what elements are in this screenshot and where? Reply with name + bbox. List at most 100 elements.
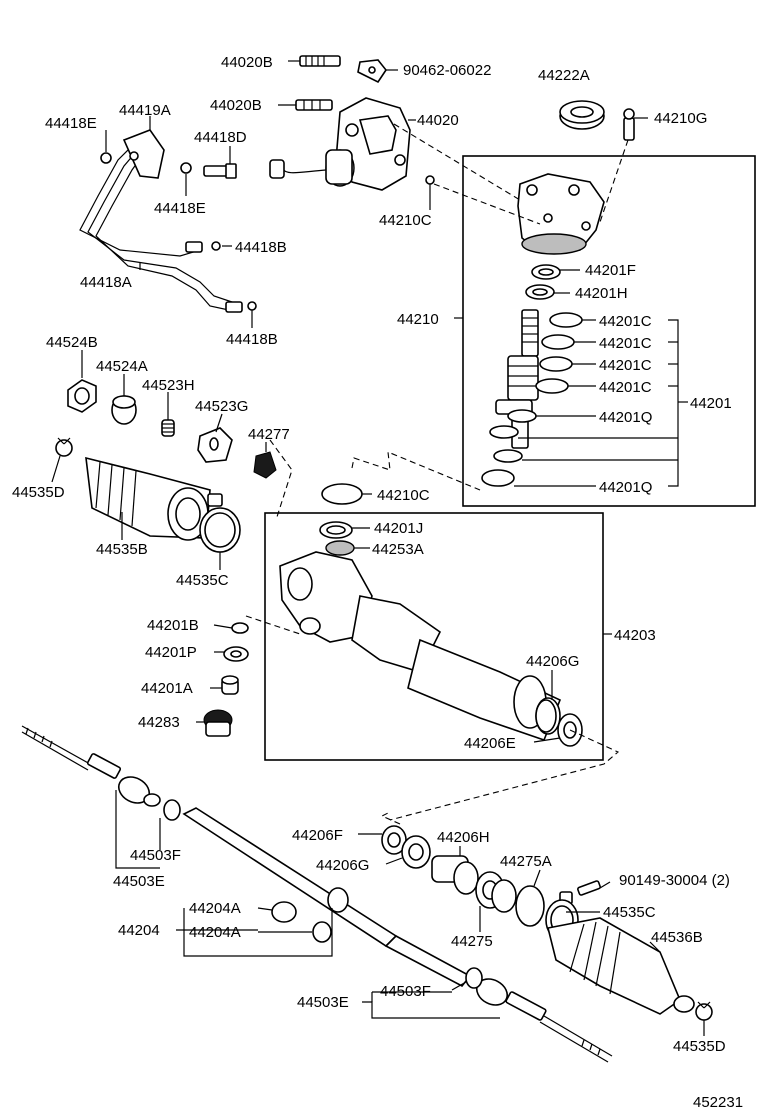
label-44210c-top: 44210C	[379, 212, 432, 229]
label-44203: 44203	[614, 627, 656, 644]
o-ring-44204a-1	[271, 901, 297, 923]
snap-ring-44275a	[515, 885, 545, 927]
oil-seal-44201j	[319, 521, 353, 539]
cap-44283	[203, 709, 233, 737]
label-44535d-right: 44535D	[673, 1038, 726, 1055]
label-44419a: 44419A	[119, 102, 171, 119]
tie-rod-end-44503e-left	[21, 725, 161, 807]
label-44535c-left: 44535C	[176, 572, 229, 589]
label-44201p: 44201P	[145, 644, 197, 661]
label-44210c-mid: 44210C	[377, 487, 430, 504]
label-44523h: 44523H	[142, 377, 195, 394]
label-90149-30004: 90149-30004 (2)	[619, 872, 730, 889]
seal-ring-44201c-2	[541, 334, 575, 350]
bolt-44418d	[203, 163, 237, 179]
label-44418a: 44418A	[80, 274, 132, 291]
o-ring-44201q-4	[481, 469, 515, 487]
label-44524a: 44524A	[96, 358, 148, 375]
clip-44535d-left	[55, 437, 73, 457]
bushing-44206g-right	[535, 699, 557, 733]
bushing-44206g-lower	[401, 835, 431, 869]
o-ring-44201q-3	[493, 449, 523, 463]
label-44206f: 44206F	[292, 827, 343, 844]
union-44418b-a	[211, 241, 221, 251]
label-44204a-2: 44204A	[189, 924, 241, 941]
label-44201c-2: 44201C	[599, 335, 652, 352]
valve-body-44210	[517, 173, 605, 255]
washer-44201b	[231, 622, 249, 634]
gear-housing-44203	[279, 551, 562, 742]
label-44503e-right: 44503E	[297, 994, 349, 1011]
rack-guide-44523g	[197, 427, 233, 463]
o-ring-44204a-2	[312, 921, 332, 943]
label-44201f: 44201F	[585, 262, 636, 279]
rack-44204	[182, 807, 472, 988]
label-44204a-1: 44204A	[189, 900, 241, 917]
label-44253a: 44253A	[372, 541, 424, 558]
label-44418e-a: 44418E	[45, 115, 97, 132]
bolt-44020b-top	[299, 55, 341, 67]
label-44535c-right: 44535C	[603, 904, 656, 921]
label-90462-06022: 90462-06022	[403, 62, 491, 79]
label-44206g-upper: 44206G	[526, 653, 579, 670]
label-44210: 44210	[397, 311, 439, 328]
label-44275a: 44275A	[500, 853, 552, 870]
label-44201c-1: 44201C	[599, 313, 652, 330]
bearing-44201h	[525, 284, 555, 300]
label-44206g-lower: 44206G	[316, 857, 369, 874]
lock-nut-44503f-left	[163, 799, 181, 821]
oil-seal-44201f	[531, 264, 561, 280]
o-ring-44210c-large	[321, 483, 363, 505]
label-44524b: 44524B	[46, 334, 98, 351]
gear-housing-assembly-box	[264, 512, 604, 761]
seal-ring-44201c-4	[535, 378, 569, 394]
label-44418d: 44418D	[194, 129, 247, 146]
pressure-tube-44418a	[79, 137, 243, 313]
washer-44418e-b	[180, 162, 192, 174]
boot-44535b-left	[85, 456, 211, 541]
label-44206e: 44206E	[464, 735, 516, 752]
label-44222a: 44222A	[538, 67, 590, 84]
label-44201q-1: 44201Q	[599, 409, 652, 426]
label-44503f-left: 44503F	[130, 847, 181, 864]
clamp-44535c-left	[199, 493, 241, 553]
bearing-44253a	[325, 540, 355, 556]
label-44503e-left: 44503E	[113, 873, 165, 890]
label-44204: 44204	[118, 922, 160, 939]
control-valve-assembly-box	[462, 155, 756, 507]
label-44275: 44275	[451, 933, 493, 950]
label-44210g: 44210G	[654, 110, 707, 127]
seal-ring-44201c-1	[549, 312, 583, 328]
adjusting-bolt-44524a	[111, 395, 137, 425]
union-44418b-b	[247, 301, 257, 311]
label-44201j: 44201J	[374, 520, 423, 537]
oil-seal-44222a	[559, 100, 605, 130]
label-44206h: 44206H	[437, 829, 490, 846]
label-44418b-b: 44418B	[226, 331, 278, 348]
label-44201h: 44201H	[575, 285, 628, 302]
bolt-44020b-side	[295, 99, 333, 111]
label-44020: 44020	[417, 112, 459, 129]
label-44020b-side: 44020B	[210, 97, 262, 114]
tie-rod-end-44503e-right	[475, 978, 613, 1063]
washer-44418e-a	[100, 152, 112, 164]
boot-44536b-right	[547, 917, 695, 1015]
label-44201c-3: 44201C	[599, 357, 652, 374]
o-ring-44201q-2	[489, 425, 519, 439]
label-44535d-left: 44535D	[12, 484, 65, 501]
label-44201c-4: 44201C	[599, 379, 652, 396]
stopper-44206h	[431, 855, 479, 895]
rack-guide-44277	[253, 451, 277, 479]
spring-44523h	[161, 419, 175, 437]
clamp-90462	[357, 59, 387, 84]
label-44201: 44201	[690, 395, 732, 412]
label-44201b: 44201B	[147, 617, 199, 634]
cylinder-end-44206f	[381, 825, 407, 855]
part-number-labels: 44020B 90462-06022 44222A 44020B 44020 4…	[12, 54, 743, 1111]
valve-housing-44020	[269, 97, 411, 191]
lock-nut-44503f-right	[465, 967, 483, 989]
label-44201q-2: 44201Q	[599, 479, 652, 496]
label-44536b: 44536B	[651, 929, 703, 946]
bolt-44210g	[623, 108, 635, 141]
